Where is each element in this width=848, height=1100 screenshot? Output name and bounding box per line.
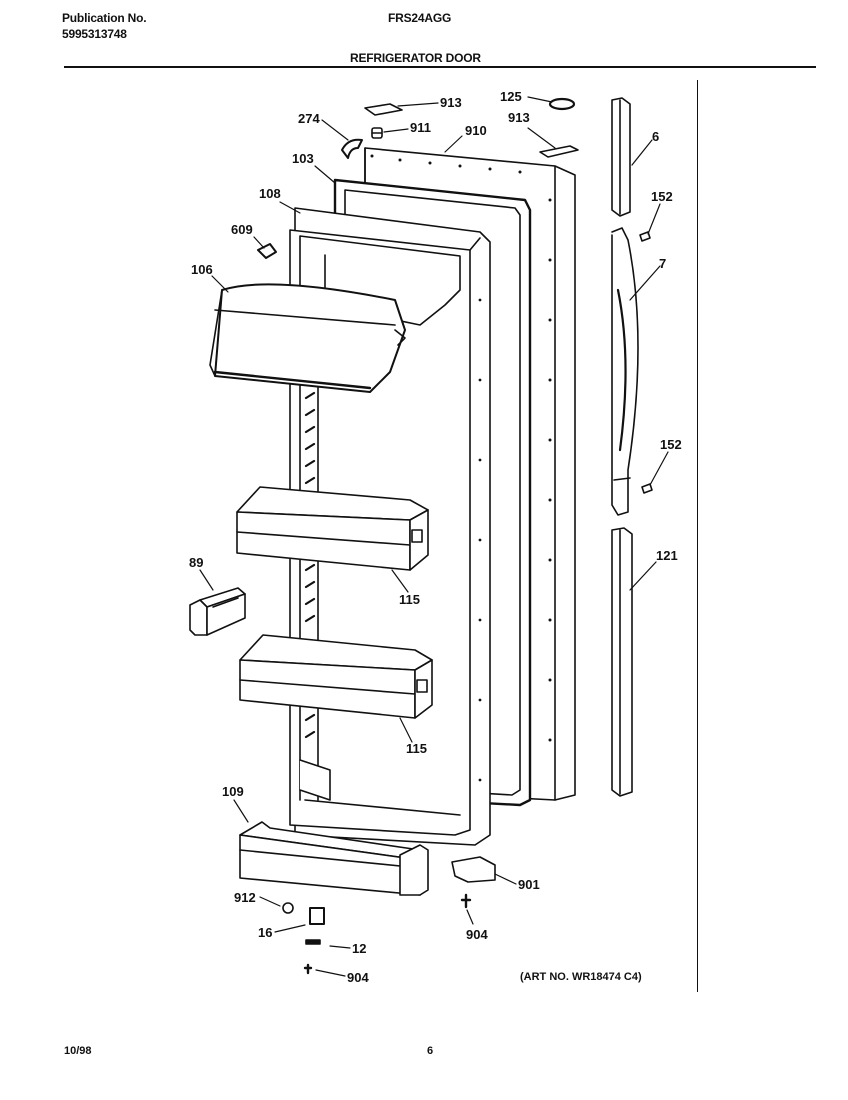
liner-shelf-rails (299, 384, 461, 816)
art-number: (ART NO. WR18474 C4) (520, 971, 642, 983)
part-label: 89 (189, 555, 203, 570)
part-label: 904 (347, 970, 369, 985)
part-label: 609 (231, 222, 253, 237)
lower-small-parts (282, 856, 496, 975)
bottom-bin (239, 821, 429, 896)
part-label: 12 (352, 941, 366, 956)
part-label: 115 (406, 741, 427, 756)
dairy-compartment-door (209, 283, 406, 393)
part-label: 901 (518, 877, 540, 892)
part-label: 912 (234, 890, 256, 905)
part-label: 7 (659, 256, 666, 271)
small-bin (189, 587, 246, 636)
part-label: 152 (651, 189, 673, 204)
door-bin-lower (239, 634, 433, 719)
part-label: 274 (298, 111, 320, 126)
door-handle (611, 97, 653, 797)
part-label: 16 (258, 925, 272, 940)
part-label: 904 (466, 927, 488, 942)
part-label: 911 (410, 120, 431, 135)
part-label: 913 (440, 95, 462, 110)
publication-number: 5995313748 (62, 27, 127, 41)
part-label: 108 (259, 186, 281, 201)
page-number: 6 (427, 1045, 434, 1057)
part-label: 106 (191, 262, 213, 277)
header-rule (64, 66, 816, 68)
publication-label: Publication No. (62, 11, 147, 25)
part-label: 121 (656, 548, 678, 563)
part-label: 109 (222, 784, 244, 799)
footer-date: 10/98 (64, 1045, 92, 1057)
part-label: 913 (508, 110, 530, 125)
section-title: REFRIGERATOR DOOR (350, 51, 481, 65)
part-labels: 913 274 911 125 913 910 6 103 108 152 60… (189, 89, 682, 985)
door-bin-upper (236, 486, 429, 571)
leader-lines (199, 96, 669, 977)
part-label: 115 (399, 592, 420, 607)
part-label: 152 (660, 437, 682, 452)
top-hinge-parts (257, 97, 579, 259)
right-margin-rule (697, 80, 698, 992)
part-label: 103 (292, 151, 314, 166)
model-number: FRS24AGG (388, 11, 452, 25)
part-label: 125 (500, 89, 522, 104)
part-label: 910 (465, 123, 487, 138)
part-label: 6 (652, 129, 659, 144)
